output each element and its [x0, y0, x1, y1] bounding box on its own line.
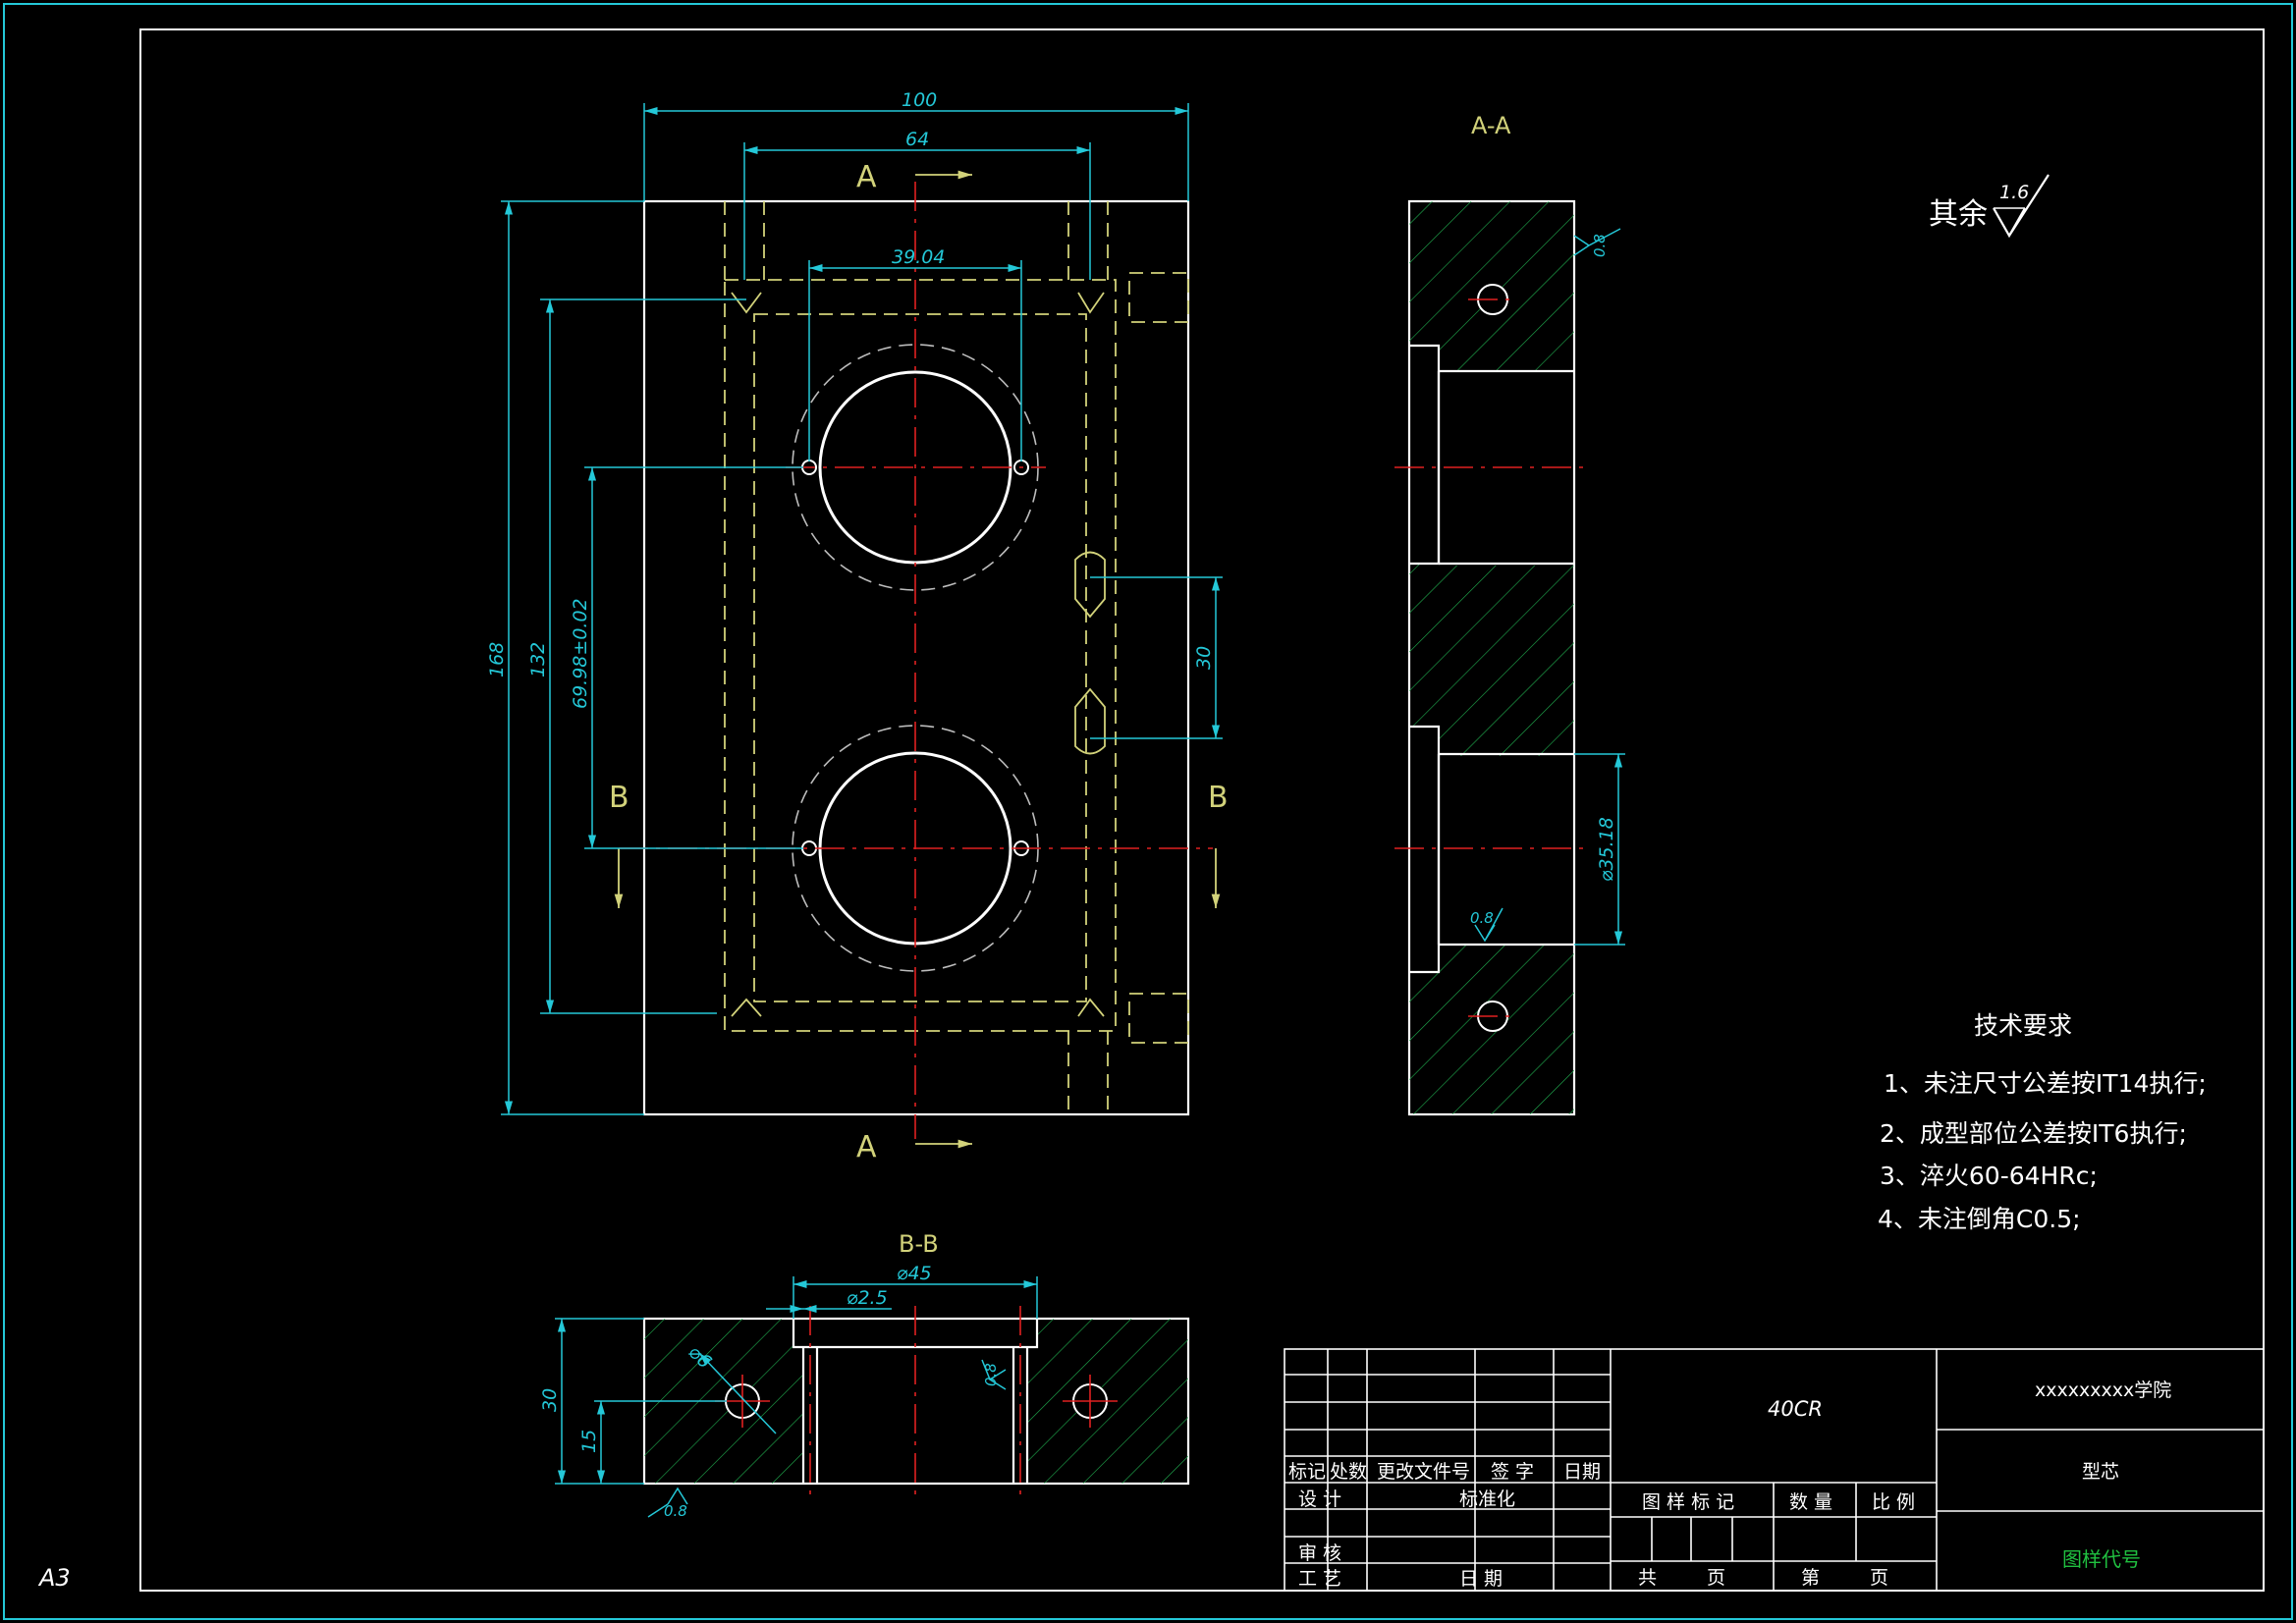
dim-width-64: 64	[905, 129, 929, 150]
roughness-bb-bottom: 0.8	[664, 1502, 687, 1520]
tb-quantity: 数 量	[1789, 1491, 1832, 1513]
inner-frame	[139, 28, 2265, 1592]
section-label-a-top: A	[856, 160, 877, 194]
general-roughness: 其余 1.6	[1929, 174, 2050, 239]
roughness-aa-right: 0.8	[1591, 234, 1609, 257]
roughness-bb-bore: 0.8	[982, 1363, 1000, 1386]
section-bb-view: B-B ⌀45 ⌀2.5 ⌀6 30 15	[539, 1230, 1190, 1520]
roughness-general-value: 1.6	[1999, 182, 2029, 203]
dim-height-132: 132	[527, 642, 549, 677]
tb-header-date: 日期	[1563, 1461, 1601, 1483]
main-outline	[642, 199, 1190, 1116]
dim-dia-3518: ⌀35.18	[1596, 817, 1617, 882]
tb-total: 共	[1638, 1567, 1657, 1589]
tb-drawing-code: 图样代号	[2062, 1547, 2141, 1571]
tech-req-item: 1、未注尺寸公差按IT14执行;	[1884, 1069, 2207, 1098]
dim-height-6998: 69.98±0.02	[570, 598, 591, 709]
tech-req-item: 2、成型部位公差按IT6执行;	[1880, 1119, 2187, 1148]
section-aa-view: A-A ⌀35.18 0.8 0.8	[1394, 112, 1625, 1116]
tb-review: 审 核	[1298, 1542, 1341, 1564]
section-label-b-right: B	[1208, 781, 1229, 815]
tb-material: 40CR	[1768, 1397, 1823, 1421]
tb-part-name: 型芯	[2082, 1461, 2119, 1483]
tb-header-mark: 标记	[1288, 1461, 1326, 1483]
main-view: A A B B 100 64 39.04 168 132 69.98±0.02 …	[486, 89, 1229, 1164]
dim-bb-height-15: 15	[578, 1430, 600, 1453]
tb-design: 设 计	[1298, 1488, 1341, 1510]
sheet-size-label: A3	[37, 1564, 71, 1592]
technical-requirements: 技术要求 1、未注尺寸公差按IT14执行; 2、成型部位公差按IT6执行; 3、…	[1878, 1011, 2207, 1233]
tb-page2: 页	[1870, 1567, 1888, 1589]
tb-scale: 比 例	[1872, 1491, 1915, 1513]
view-title-bb: B-B	[899, 1230, 939, 1258]
tb-date: 日 期	[1459, 1568, 1503, 1590]
tb-process: 工 艺	[1298, 1568, 1341, 1590]
dim-dia-25: ⌀2.5	[847, 1287, 888, 1309]
tb-stage-mark: 图 样 标 记	[1642, 1491, 1734, 1513]
dim-height-30: 30	[1193, 646, 1215, 670]
tb-number: 第	[1801, 1567, 1820, 1589]
section-label-b-left: B	[609, 781, 629, 815]
tb-header-count: 处数	[1330, 1461, 1367, 1483]
roughness-general-prefix: 其余	[1929, 197, 1988, 232]
dim-bb-height-30: 30	[539, 1388, 561, 1412]
tb-school: xxxxxxxxx学院	[2035, 1380, 2171, 1401]
outer-border	[3, 3, 2293, 1620]
dim-height-168: 168	[486, 642, 508, 677]
tb-header-sign: 签 字	[1491, 1461, 1534, 1483]
section-label-a-bottom: A	[856, 1130, 877, 1164]
roughness-aa-bore: 0.8	[1470, 909, 1494, 927]
title-block: 标记 处数 更改文件号 签 字 日期 设 计 标准化 审 核 工 艺 日 期 4…	[1284, 1348, 2265, 1592]
dim-width-100: 100	[902, 89, 937, 111]
hidden-channel-inner	[753, 313, 1087, 1002]
tb-header-doc: 更改文件号	[1377, 1461, 1470, 1483]
dim-dia-45: ⌀45	[897, 1263, 932, 1284]
hidden-channel-frame	[724, 279, 1117, 1032]
tech-req-item: 3、淬火60-64HRc;	[1880, 1162, 2098, 1190]
tb-standardize: 标准化	[1459, 1488, 1515, 1510]
tb-page: 页	[1707, 1567, 1725, 1589]
tech-req-item: 4、未注倒角C0.5;	[1878, 1205, 2081, 1233]
view-title-aa: A-A	[1471, 112, 1511, 139]
tech-req-title: 技术要求	[1974, 1011, 2072, 1040]
dim-width-3904: 39.04	[892, 246, 945, 268]
